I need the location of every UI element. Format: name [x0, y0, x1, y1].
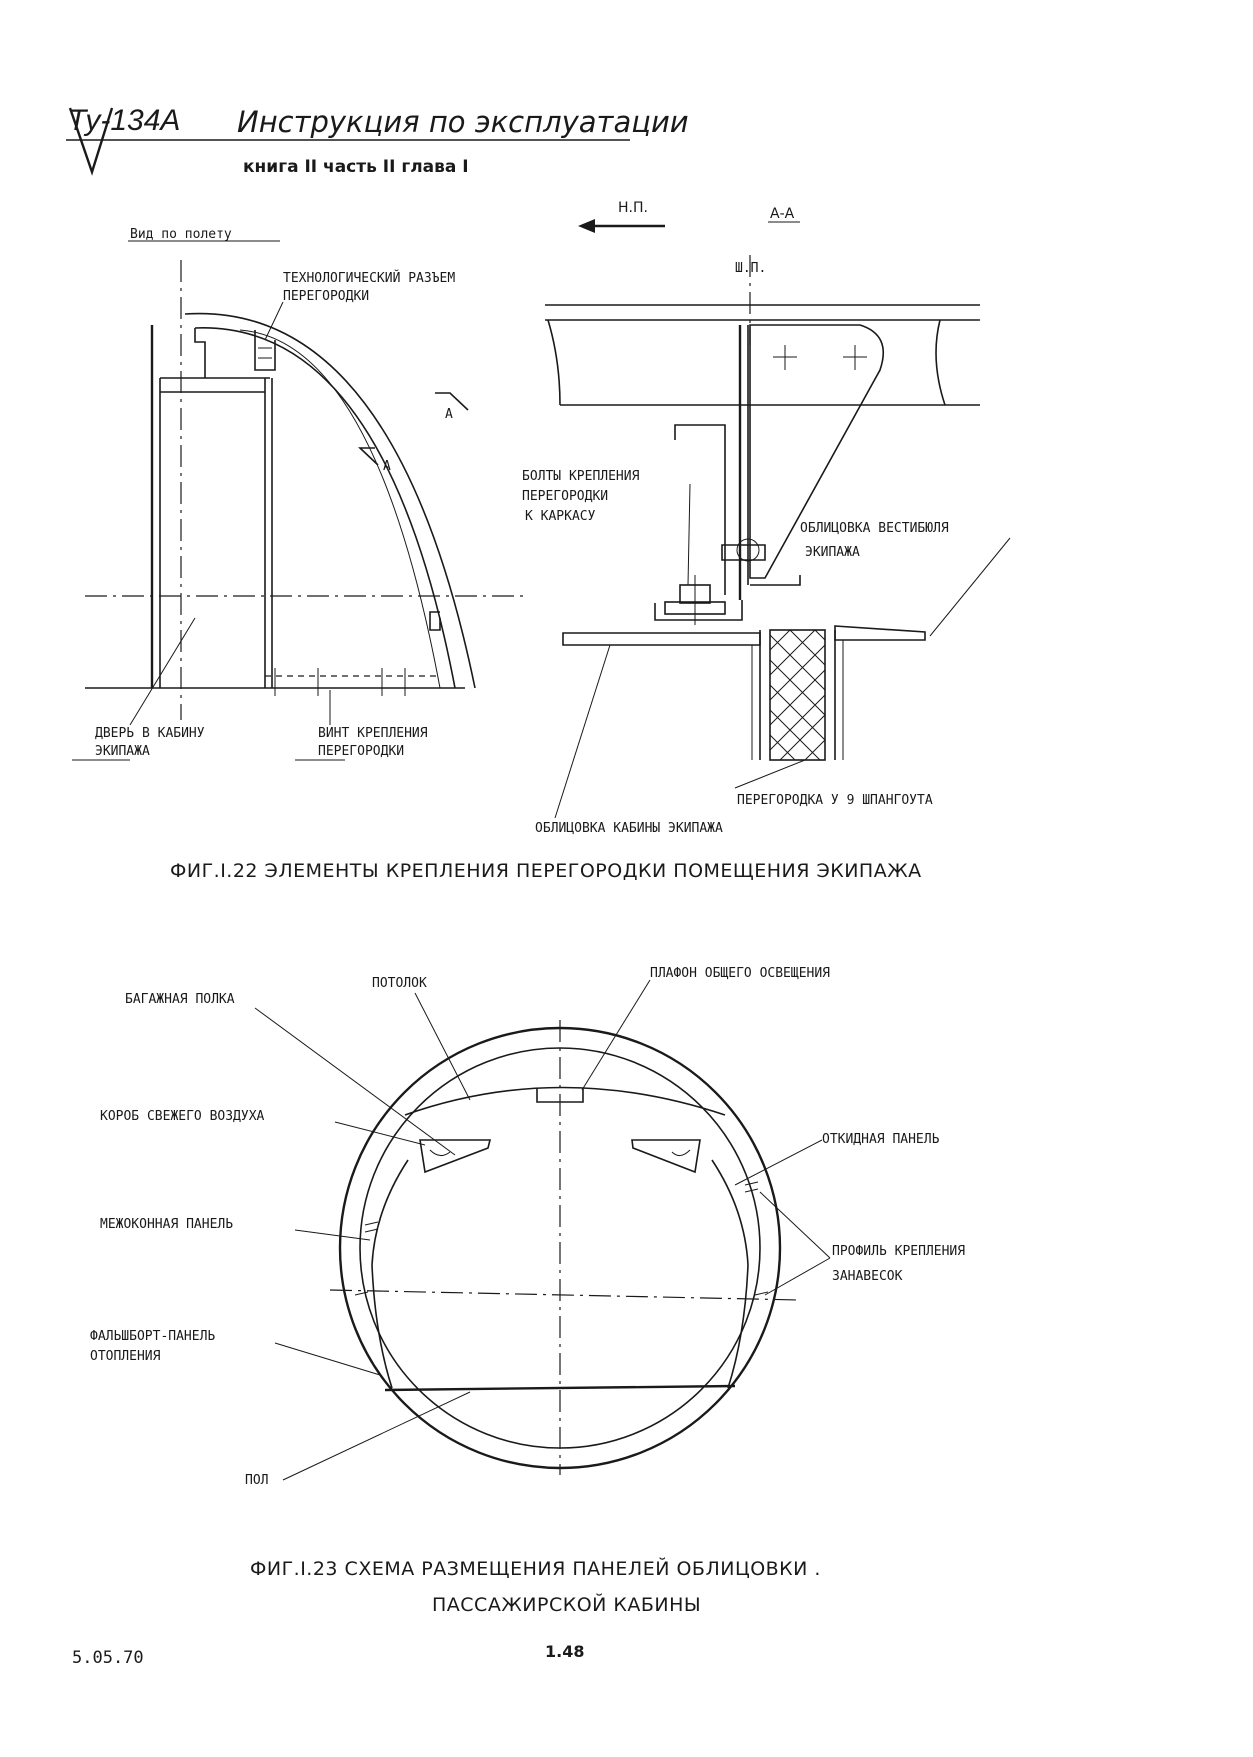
heating-panel-right [727, 1264, 749, 1389]
tech-joint-bracket [254, 330, 276, 371]
label-bolts-1: БОЛТЫ КРЕПЛЕНИЯ [522, 469, 640, 484]
fig-1-23-caption-line-1: ФИГ.I.23 СХЕМА РАЗМЕЩЕНИЯ ПАНЕЛЕЙ ОБЛИЦО… [250, 1557, 821, 1580]
leader-air-duct [334, 1121, 426, 1146]
label-window-panel: МЕЖОКОННАЯ ПАНЕЛЬ [100, 1217, 233, 1232]
luggage-shelf-right [631, 1139, 701, 1174]
leader-curtain-profile-1 [759, 1191, 831, 1259]
luggage-shelf-left [419, 1139, 492, 1174]
partition-honeycomb-box [769, 629, 826, 761]
label-ceiling: ПОТОЛОК [372, 976, 427, 991]
leader-bolts [687, 483, 691, 586]
horizontal-centerline [329, 1289, 801, 1301]
leader-vestibule [929, 537, 1011, 637]
label-vestibule-1: ОБЛИЦОВКА ВЕСТИБЮЛЯ [800, 521, 949, 536]
curtain-profile-right [744, 1181, 759, 1193]
honeycomb-hatch [769, 629, 826, 761]
fig-1-22-caption: ФИГ.I.22 ЭЛЕМЕНТЫ КРЕПЛЕНИЯ ПЕРЕГОРОДКИ … [170, 860, 922, 882]
air-duct-right [671, 1149, 691, 1156]
label-partition: ПЕРЕГОРОДКА У 9 ШПАНГОУТА [737, 793, 933, 808]
label-heating-panel-2: ОТОПЛЕНИЯ [90, 1349, 161, 1364]
label-vestibule-2: ЭКИПАЖА [805, 545, 860, 560]
leader-partition [734, 759, 806, 789]
leader-floor [282, 1391, 471, 1481]
leader-ceiling [414, 992, 471, 1101]
section-marker-lower: А [383, 459, 391, 474]
label-bolts-3: К КАРКАСУ [525, 509, 596, 524]
ceiling-lamp [536, 1088, 584, 1103]
label-screw-1: ВИНТ КРЕПЛЕНИЯ [318, 726, 428, 741]
label-door-1: ДВЕРЬ В КАБИНУ [95, 726, 205, 741]
label-curtain-profile-1: ПРОФИЛЬ КРЕПЛЕНИЯ [832, 1244, 965, 1259]
label-heating-panel-1: ФАЛЬШБОРТ-ПАНЕЛЬ [90, 1329, 215, 1344]
view-label: Вид по полету [130, 227, 232, 242]
lining-hook [750, 575, 801, 586]
hook-bracket [674, 424, 726, 595]
shp-label: Ш.П. [735, 261, 766, 276]
footer-date: 5.05.70 [72, 1648, 144, 1668]
heating-panel-left [371, 1264, 393, 1389]
fig-1-23-caption-line-2: ПАССАЖИРСКОЙ КАБИНЫ [432, 1593, 701, 1616]
label-screw-2: ПЕРЕГОРОДКИ [318, 744, 404, 759]
label-bolts-2: ПЕРЕГОРОДКИ [522, 489, 608, 504]
label-door-2: ЭКИПАЖА [95, 744, 150, 759]
label-tech-joint-2: ПЕРЕГОРОДКИ [283, 289, 369, 304]
cabin-floor-lining [562, 632, 761, 646]
leader-luggage-shelf [254, 1007, 456, 1156]
leader-curtain-profile-2 [764, 1257, 831, 1296]
page-number: 1.48 [545, 1642, 584, 1661]
inner-frame-arc [194, 327, 456, 689]
window-panel-right [711, 1159, 749, 1266]
fig-1-23-diagram: ПОТОЛОК ПЛАФОН ОБЩЕГО ОСВЕЩЕНИЯ БАГАЖНАЯ… [90, 966, 965, 1488]
beam-break-right [935, 319, 946, 406]
air-duct-left [429, 1149, 451, 1156]
cabin-floor [384, 1384, 736, 1392]
label-tech-joint-1: ТЕХНОЛОГИЧЕСКИЙ РАЗЪЕМ [283, 270, 455, 286]
leader-lamp [581, 979, 651, 1091]
flight-arrow-head [578, 219, 595, 233]
window-panel-left [371, 1159, 409, 1266]
lining-arc [239, 329, 441, 689]
fig-1-22-left-view: Вид по полету А [72, 227, 525, 761]
leader-heating-panel [274, 1342, 381, 1376]
leader-folding-panel [734, 1139, 823, 1186]
label-floor: ПОЛ [245, 1473, 268, 1488]
gusset-plate [749, 324, 885, 579]
bracket-plate [721, 544, 766, 561]
section-arrow-upper [435, 392, 469, 411]
tu-logo: Ту-134А [68, 104, 180, 176]
section-arrow-lower [357, 447, 379, 466]
curtain-profile-left [364, 1221, 379, 1233]
leader-tech-joint [264, 301, 284, 341]
ceiling-panel [404, 1086, 726, 1116]
label-lamp: ПЛАФОН ОБЩЕГО ОСВЕЩЕНИЯ [650, 966, 830, 981]
leader-window-panel [294, 1229, 371, 1241]
label-curtain-profile-2: ЗАНАВЕСОК [832, 1269, 903, 1284]
fig-1-22-section-view: Н.П. А-А Ш.П. [522, 200, 1011, 836]
fastener-circle [736, 538, 760, 562]
label-air-duct: КОРОБ СВЕЖЕГО ВОЗДУХА [100, 1109, 265, 1124]
section-marker-upper: А [445, 407, 453, 422]
label-cabin-lining: ОБЛИЦОВКА КАБИНЫ ЭКИПАЖА [535, 821, 723, 836]
flight-direction-label: Н.П. [618, 200, 648, 216]
leader-cabin-lining [554, 644, 611, 819]
beam-break-left [547, 319, 561, 406]
lower-clip [429, 611, 441, 631]
manual-title: Инструкция по эксплуатации [237, 105, 689, 139]
page-header: Ту-134А Инструкция по эксплуатации книга… [66, 104, 689, 177]
vestibule-lining [834, 625, 926, 641]
outer-frame-arc [184, 312, 476, 689]
bolt-bracket [654, 600, 743, 621]
top-bracket [194, 328, 206, 378]
section-title: А-А [770, 206, 795, 222]
logo-text: Ту-134А [68, 104, 180, 137]
leader-door [129, 617, 196, 726]
label-folding-panel: ОТКИДНАЯ ПАНЕЛЬ [822, 1132, 940, 1147]
label-luggage-shelf: БАГАЖНАЯ ПОЛКА [125, 992, 235, 1007]
curtain-profile-mid [354, 1291, 769, 1296]
manual-subtitle: книга II часть II глава I [243, 157, 469, 177]
